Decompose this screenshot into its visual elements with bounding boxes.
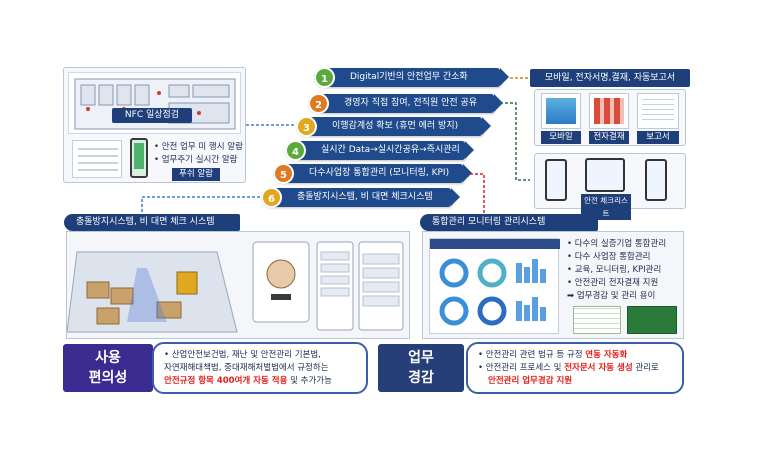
monitoring-feature-5: ➡ 업무경감 및 관리 용이 [567,291,656,301]
workload-line-2: • 안전관리 프로세스 및 전자문서 자동 생성 관리로 [478,362,672,375]
e-approval-label: 전자결재 [589,131,629,144]
usability-line-3-highlight: 안전규정 항목 400여개 자동 적용 [164,376,288,386]
dashboard-screenshot [429,238,560,334]
step-1-number: 1 [314,67,335,88]
step-3-label: 이행감계성 확보 (휴먼 에러 방지) [332,121,459,131]
tablet-icon [585,158,625,192]
mobile-panel-title: 모바일, 전자서명,결재, 자동보고서 [530,69,690,87]
usability-line-1: • 산업안전보건법, 재난 및 안전관리 기본법, [164,350,321,360]
push-alarm-label: 푸쉬 알람 [172,168,220,181]
step-6-label: 충돌방지시스템, 비 대면 체크시스템 [297,192,433,202]
step-2-number: 2 [308,93,329,114]
step-5-label: 다수사업장 통합관리 (모니터링, KPI) [309,168,450,178]
workload-line-2-highlight: 전자문서 자동 생성 [564,363,633,373]
workload-badge: 업무 경감 [378,344,464,392]
workload-line-3-highlight: 안전관리 업무경감 지원 [488,376,573,386]
monitoring-feature-3: • 교육, 모니터링, KPI관리 [567,265,662,275]
workload-box: • 안전관리 관련 법규 등 규정 연동 자동화 • 안전관리 프로세스 및 전… [466,342,684,394]
floor-plan-icon [74,78,236,130]
usability-badge-line2: 편의성 [88,370,128,386]
phone-icon [130,138,148,178]
warehouse-illustration [66,241,404,333]
collision-system-title: 충돌방지시스템, 비 대면 체크 시스템 [64,214,240,231]
monitoring-system-title: 통합관리 모니터링 관리시스템 [420,214,598,231]
usability-badge: 사용 편의성 [63,344,153,392]
monitoring-feature-1: • 다수의 실증기업 통합관리 [567,239,667,249]
usability-box: • 산업안전보건법, 재난 및 안전관리 기본법, 자연재해대책법, 중대재해처… [152,342,368,394]
step-5: 5 다수사업장 통합관리 (모니터링, KPI) [273,163,472,184]
step-1: 1 Digital기반의 안전업무 간소화 [314,67,509,88]
kpi-thumb-1 [573,306,621,334]
step-2-label: 경영자 직접 참여, 전직원 안전 공유 [344,98,478,108]
step-1-label: Digital기반의 안전업무 간소화 [350,72,468,82]
step-4: 4 실시간 Data→실시간공유→즉시관리 [285,140,474,161]
workload-line-1: • 안전관리 관련 법규 등 규정 연동 자동화 [478,349,672,362]
connector-nfc [246,124,294,126]
mobile-thumb [541,93,581,129]
step-6-number: 6 [261,187,282,208]
usability-line-3: 안전규정 항목 400여개 자동 적용 및 추가가능 [164,375,356,388]
workload-badge-line2: 경감 [408,370,434,386]
usability-badge-line1: 사용 [95,350,121,366]
kpi-thumb-2 [627,306,677,334]
checklist-panel: 안전 체크리스트 [534,153,686,220]
report-thumb [637,93,679,129]
phone-icon-1 [545,159,567,201]
step-6: 6 충돌방지시스템, 비 대면 체크시스템 [261,187,460,208]
nfc-floor-plan-image [68,72,241,134]
step-4-number: 4 [285,140,306,161]
dashboard-icon [430,239,560,326]
workload-line-1-highlight: 연동 자동화 [585,350,628,360]
nfc-bullet-2: • 업무주기 실시간 알람 [154,155,238,165]
workload-line-1-text: • 안전관리 관련 법규 등 규정 [478,350,586,360]
step-3: 3 이행감계성 확보 (휴먼 에러 방지) [296,116,491,137]
step-4-label: 실시간 Data→실시간공유→즉시관리 [321,145,460,155]
checklist-thumb [72,140,122,178]
monitoring-system-box: • 다수의 실증기업 통합관리 • 다수 사업장 통합관리 • 교육, 모니터링… [422,231,684,339]
usability-line-2: 자연재해대책법, 중대재해처벌법에서 규정하는 [164,363,329,373]
workload-line-3: 안전관리 업무경감 지원 [478,375,672,388]
usability-line-3-rest: 및 추가가능 [287,376,332,386]
nfc-title: NFC 일상점검 [112,108,192,123]
monitoring-feature-4: • 안전관리 전자결재 지원 [567,278,659,288]
collision-system-box [66,231,410,339]
step-5-number: 5 [273,163,294,184]
phone-icon-2 [645,159,667,201]
workload-badge-line1: 업무 [408,350,434,366]
workload-line-2-rest: 관리로 [632,363,659,373]
step-2: 2 경영자 직접 참여, 전직원 안전 공유 [308,93,503,114]
nfc-bullet-1: • 안전 업무 미 행시 알람 [154,142,243,152]
workload-line-2-text: • 안전관리 프로세스 및 [478,363,565,373]
report-label: 보고서 [637,131,679,144]
e-approval-thumb [589,93,629,129]
mobile-label: 모바일 [541,131,581,144]
nfc-panel: NFC 일상점검 • 안전 업무 미 행시 알람 • 업무주기 실시간 알람 푸… [63,67,246,183]
mobile-panel: 모바일 전자결재 보고서 [534,89,686,146]
step-3-number: 3 [296,116,317,137]
monitoring-feature-2: • 다수 사업장 통합관리 [567,252,651,262]
